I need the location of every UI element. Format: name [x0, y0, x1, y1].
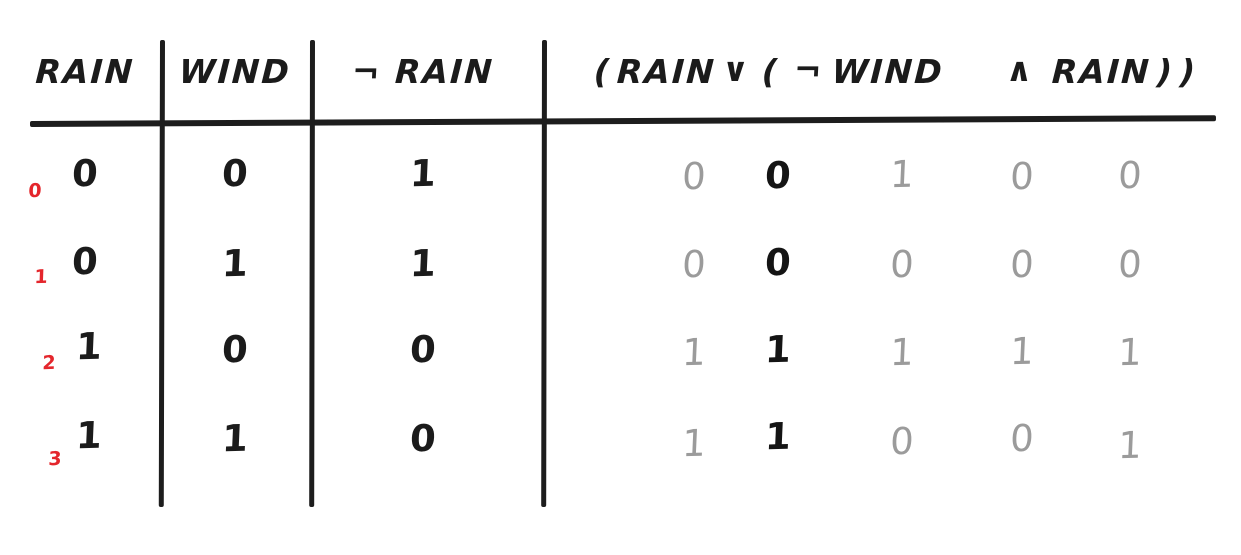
cell-formula-5: 1: [1117, 423, 1143, 468]
cell-formula-1: 0: [681, 154, 707, 199]
cell-formula-5: 1: [1117, 330, 1143, 375]
header-separator-rule: [29, 115, 1217, 127]
cell-formula-3: 0: [889, 419, 915, 464]
column-header-rain: RAIN: [34, 52, 136, 91]
column-header-formula-paren-open-outer: (: [592, 52, 613, 91]
cell-formula-1: 1: [681, 330, 707, 375]
cell-formula-4: 1: [1009, 329, 1035, 374]
column-header-formula-wind: WIND: [830, 52, 945, 91]
column-header-formula-not: ¬: [792, 50, 825, 89]
cell-formula-3: 1: [889, 330, 915, 375]
column-header-formula-and: ∧: [1004, 50, 1036, 89]
column-divider-2: [309, 39, 315, 508]
cell-not-rain: 1: [409, 151, 437, 196]
cell-formula-3: 1: [889, 152, 915, 197]
cell-not-rain: 0: [409, 327, 437, 372]
cell-rain: 1: [75, 324, 103, 369]
cell-wind: 1: [221, 416, 249, 461]
cell-rain: 0: [71, 239, 99, 284]
cell-rain: 0: [71, 151, 99, 196]
cell-formula-4: 0: [1009, 242, 1035, 287]
cell-formula-2: 1: [764, 414, 792, 459]
column-header-formula-rain-right: RAIN: [1050, 52, 1152, 91]
column-header-formula-paren-open-inner: (: [760, 52, 781, 91]
cell-wind: 1: [221, 241, 249, 286]
column-header-not-rain: ¬ RAIN: [350, 52, 496, 91]
column-divider-3: [541, 39, 547, 508]
column-header-wind: WIND: [178, 52, 292, 91]
cell-rain: 1: [75, 413, 103, 458]
cell-wind: 0: [221, 327, 249, 372]
cell-formula-4: 0: [1009, 416, 1035, 461]
column-header-formula-paren-close-outer: ): [1178, 52, 1199, 91]
cell-formula-2: 1: [764, 327, 792, 372]
cell-formula-1: 1: [681, 421, 707, 466]
cell-formula-4: 0: [1009, 154, 1035, 199]
cell-formula-5: 0: [1117, 153, 1143, 198]
cell-not-rain: 0: [409, 416, 437, 461]
column-header-formula-rain-left: RAIN: [615, 52, 717, 91]
column-header-formula-or: ∨: [720, 50, 752, 89]
cell-formula-1: 0: [681, 242, 707, 287]
column-divider-1: [158, 39, 165, 508]
cell-formula-3: 0: [889, 242, 915, 287]
column-header-formula-paren-close-inner: ): [1155, 52, 1176, 91]
cell-formula-2: 0: [764, 153, 792, 198]
cell-not-rain: 1: [409, 241, 437, 286]
cell-formula-5: 0: [1117, 242, 1143, 287]
cell-wind: 0: [221, 151, 249, 196]
cell-formula-2: 0: [764, 240, 792, 285]
